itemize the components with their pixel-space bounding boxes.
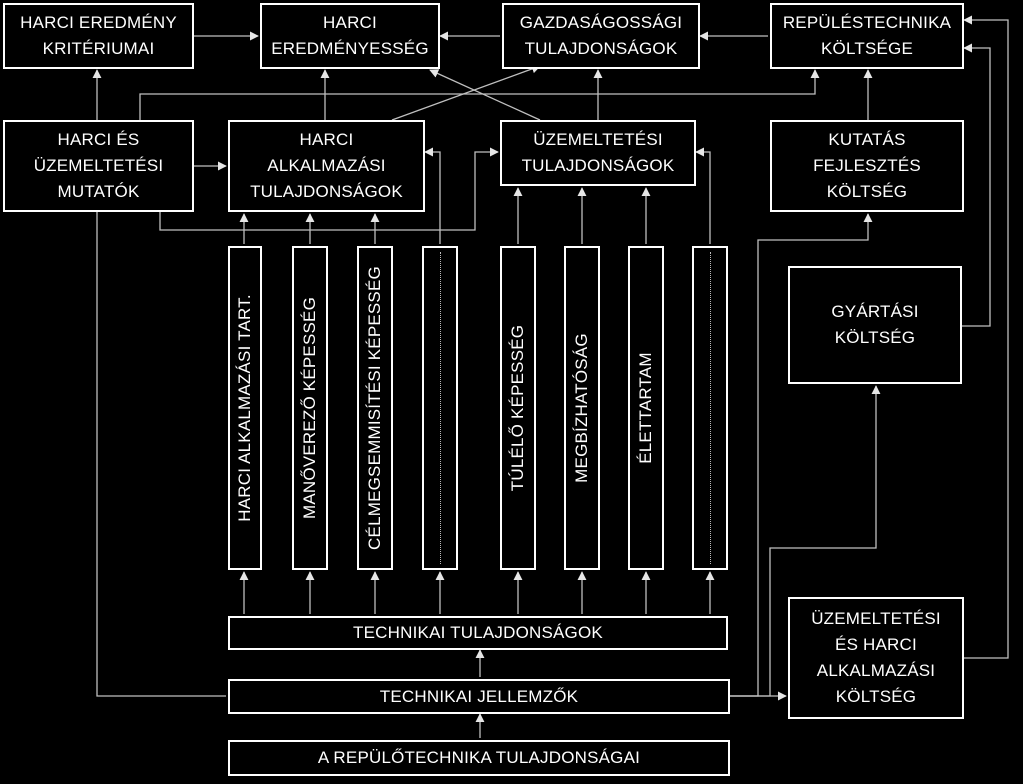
line-techjell-to-mutatok xyxy=(96,212,226,697)
vbox-label: MEGBÍZHATÓSÁG xyxy=(572,333,591,483)
box-technikai-jellemzok: TECHNIKAI JELLEMZŐK xyxy=(228,679,730,714)
vbox-label: MANŐVEREZŐ KÉPESSÉG xyxy=(300,296,319,520)
dotted-line xyxy=(440,252,441,564)
vbox-label: HARCI ALKALMAZÁSI TART. xyxy=(235,294,254,522)
vbox-celmegsemmisitesi-kepesseg: CÉLMEGSEMMISÍTÉSI KÉPESSÉG xyxy=(357,246,393,570)
dotted-line xyxy=(710,252,711,564)
box-kutatas-fejlesztes-koltseg: KUTATÁS FEJLESZTÉS KÖLTSÉG xyxy=(770,120,964,212)
box-harci-eredmenyesseg: HARCI EREDMÉNYESSÉG xyxy=(260,3,440,69)
arrow-uzemeltetesi-to-eredmenyesseg xyxy=(429,69,541,121)
vbox-label: CÉLMEGSEMMISÍTÉSI KÉPESSÉG xyxy=(365,266,384,550)
arrow-dashed-to-harci-alk xyxy=(424,147,441,244)
vbox-elettartam: ÉLETTARTAM xyxy=(628,246,664,570)
arrow-harci-alk-to-gazdasagossagi xyxy=(391,64,541,121)
vbox-label: TÚLÉLŐ KÉPESSÉG xyxy=(508,324,527,492)
vbox-empty-dotted-2 xyxy=(692,246,728,570)
box-uzemeltetesi-es-harci-alkalmazasi-koltseg: ÜZEMELTETÉSI ÉS HARCI ALKALMAZÁSI KÖLTSÉ… xyxy=(788,597,964,719)
box-repulestechnika-koltsege: REPÜLÉSTECHNIKA KÖLTSÉGE xyxy=(770,3,964,69)
box-gazdasagossagi-tulajdonsagok: GAZDASÁGOSSÁGI TULAJDONSÁGOK xyxy=(502,3,700,69)
box-harci-eredmeny-kriteriumai: HARCI EREDMÉNY KRITÉRIUMAI xyxy=(3,3,194,69)
arrow-uzem-koltseg-to-koltsege xyxy=(963,15,1009,659)
vbox-empty-dotted-1 xyxy=(422,246,458,570)
box-harci-alkalmazasi-tulajdonsagok: HARCI ALKALMAZÁSI TULAJDONSÁGOK xyxy=(228,120,425,212)
vbox-megbizhatosag: MEGBÍZHATÓSÁG xyxy=(564,246,600,570)
box-uzemeltetesi-tulajdonsagok: ÜZEMELTETÉSI TULAJDONSÁGOK xyxy=(500,120,696,186)
vbox-label: ÉLETTARTAM xyxy=(636,352,655,464)
arrow-mutatok-to-uzemeltetesi xyxy=(159,147,499,231)
box-gyartasi-koltseg: GYÁRTÁSI KÖLTSÉG xyxy=(788,266,962,384)
vbox-harci-alkalmazasi-tart: HARCI ALKALMAZÁSI TART. xyxy=(228,246,262,570)
box-harci-es-uzemeltetesi-mutatok: HARCI ÉS ÜZEMELTETÉSI MUTATÓK xyxy=(3,120,194,212)
box-technikai-tulajdonsagok: TECHNIKAI TULAJDONSÁGOK xyxy=(228,616,728,650)
arrow-mutatok-to-koltsege xyxy=(139,69,820,120)
vbox-tulelo-kepesseg: TÚLÉLŐ KÉPESSÉG xyxy=(500,246,536,570)
vbox-manoverezo-kepesseg: MANŐVEREZŐ KÉPESSÉG xyxy=(292,246,328,570)
box-a-repulotechnika-tulajdonsagai: A REPÜLŐTECHNIKA TULAJDONSÁGAI xyxy=(228,740,730,776)
arrow-gyartasi-to-koltsege xyxy=(962,43,991,327)
arrow-dashed-to-uzemeltetesi xyxy=(695,147,711,244)
